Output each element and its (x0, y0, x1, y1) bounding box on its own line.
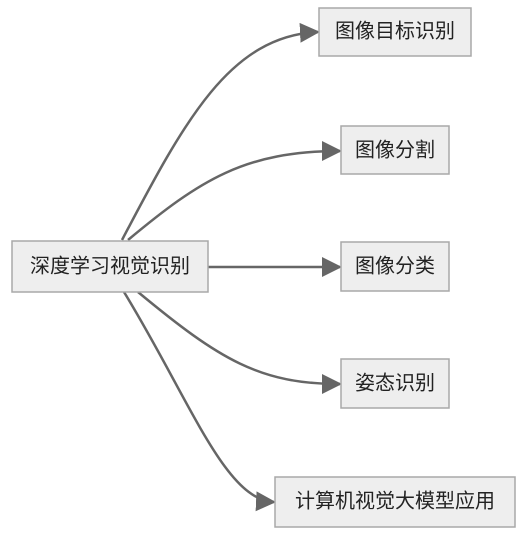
edge-root-to-child-5 (122, 291, 276, 512)
child-node-2-label: 图像分割 (355, 138, 435, 162)
child-node-3[interactable]: 图像分类 (340, 241, 450, 292)
root-node[interactable]: 深度学习视觉识别 (11, 240, 209, 293)
child-node-3-box (340, 241, 450, 292)
child-node-5-box (274, 476, 516, 528)
root-node-box (11, 240, 209, 293)
child-node-4-label: 姿态识别 (355, 371, 435, 395)
edge-root-to-child-1 (120, 22, 320, 241)
child-node-4-box (340, 358, 450, 409)
child-node-1-label: 图像目标识别 (335, 19, 455, 43)
child-node-5[interactable]: 计算机视觉大模型应用 (274, 476, 516, 528)
child-node-4[interactable]: 姿态识别 (340, 358, 450, 409)
child-node-3-label: 图像分类 (355, 254, 435, 278)
root-node-label: 深度学习视觉识别 (30, 254, 190, 278)
child-node-1-box (318, 7, 472, 57)
edge-root-to-child-2 (127, 141, 342, 241)
child-node-5-label: 计算机视觉大模型应用 (295, 489, 495, 513)
child-node-1[interactable]: 图像目标识别 (318, 7, 472, 57)
child-node-2-box (340, 125, 450, 175)
edge-root-to-child-4 (137, 291, 342, 394)
edges (120, 22, 342, 512)
child-node-2[interactable]: 图像分割 (340, 125, 450, 175)
